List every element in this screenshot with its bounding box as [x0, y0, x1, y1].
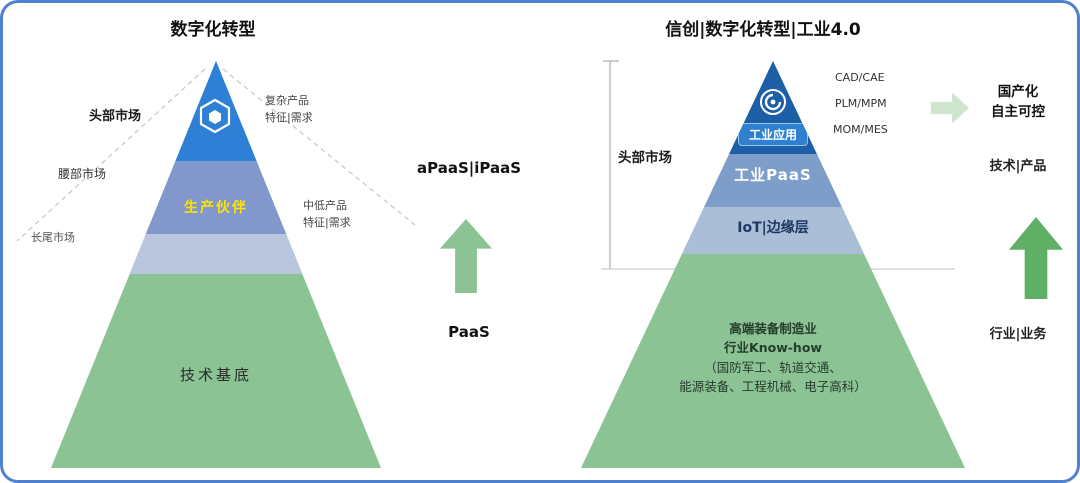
cad-cae-label: CAD/CAE [835, 71, 885, 84]
swirl-logo-icon [760, 89, 786, 115]
iot-edge-label: IoT|边缘层 [737, 220, 809, 236]
knowhow-line1: 高端装备制造业 [729, 321, 817, 336]
paas-label: PaaS [448, 323, 490, 341]
midlow-demand-label: 中低产品 特征|需求 [303, 198, 351, 231]
complex-demand-line2: 特征|需求 [265, 110, 313, 124]
partner-label: 生产伙伴 [184, 200, 248, 216]
right-diagram-title: 信创|数字化转型|工业4.0 [665, 20, 861, 40]
up-arrow-icon-left [440, 219, 492, 293]
up-arrow-icon-right [1009, 217, 1063, 299]
sovereign-label: 国产化 自主可控 [976, 83, 1060, 122]
left-pyramid-layer-mid [51, 234, 381, 274]
apaas-ipaas-label: aPaaS|iPaaS [416, 159, 522, 177]
left-market-waist-label: 腰部市场 [58, 167, 107, 181]
right-arrow-icon [931, 92, 969, 124]
knowhow-line2: 行业Know-how [724, 340, 822, 356]
midlow-demand-line1: 中低产品 [303, 199, 347, 212]
industry-business-label: 行业|业务 [989, 327, 1047, 342]
right-market-top-label: 头部市场 [618, 150, 672, 166]
left-market-tail-label: 长尾市场 [31, 231, 75, 244]
industrial-paas-label: 工业PaaS [734, 166, 812, 184]
right-pyramid: 工业应用 工业PaaS IoT|边缘层 高端装备制造业 行业Know-how （… [581, 61, 965, 468]
industry-knowhow-block: 高端装备制造业 行业Know-how （国防军工、轨道交通、 能源装备、工程机械… [581, 319, 965, 397]
left-market-top-label: 头部市场 [89, 109, 142, 124]
complex-demand-line1: 复杂产品 [265, 94, 309, 107]
sovereign-line2: 自主可控 [991, 103, 1045, 120]
hexagon-logo-icon [199, 98, 231, 134]
tech-base-label: 技术基底 [179, 366, 252, 384]
sovereign-line1: 国产化 [997, 84, 1039, 100]
knowhow-line4: 能源装备、工程机械、电子高科） [679, 379, 867, 395]
left-diagram-title: 数字化转型 [170, 20, 256, 40]
mom-mes-label: MOM/MES [833, 123, 888, 136]
industrial-app-badge: 工业应用 [737, 123, 809, 146]
knowhow-line3: （国防军工、轨道交通、 [704, 359, 842, 375]
complex-demand-label: 复杂产品 特征|需求 [265, 93, 313, 126]
midlow-demand-line2: 特征|需求 [303, 215, 351, 229]
plm-mpm-label: PLM/MPM [835, 97, 887, 110]
tech-product-label: 技术|产品 [989, 159, 1047, 174]
